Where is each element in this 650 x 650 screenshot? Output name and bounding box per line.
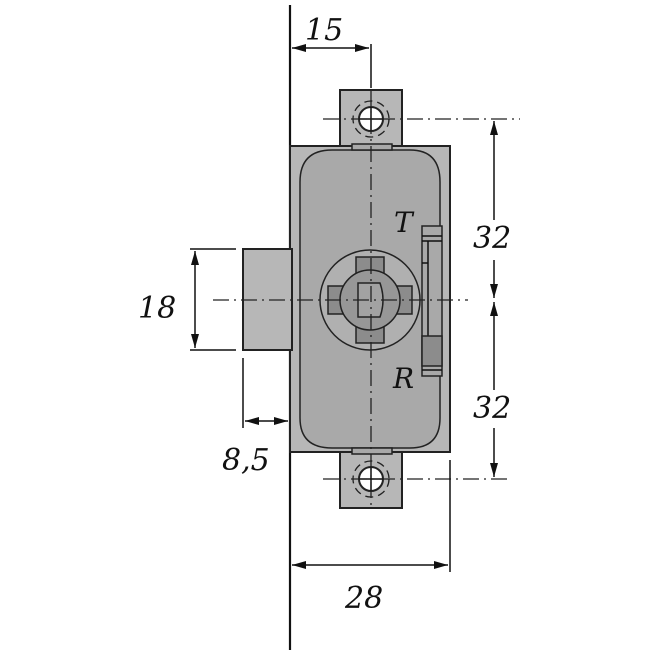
cam-block <box>421 335 443 367</box>
lock-cylinder <box>319 249 421 351</box>
dimension-18: 18 <box>138 248 236 351</box>
dimension-8-5: 8,5 <box>222 358 288 478</box>
dimension-28: 28 <box>292 460 451 616</box>
dimension-label-28: 28 <box>344 581 383 616</box>
dimension-label-18: 18 <box>138 291 176 326</box>
dimension-label-32-lower: 32 <box>473 391 511 426</box>
side-slot <box>421 225 443 377</box>
dimension-label-32-upper: 32 <box>473 221 511 256</box>
marking-T: T <box>394 206 415 239</box>
dimension-label-15: 15 <box>305 13 343 48</box>
marking-R: R <box>392 362 414 395</box>
dimension-32: 32 32 <box>473 121 511 477</box>
dimension-15: 15 <box>292 13 372 88</box>
dimension-label-8-5: 8,5 <box>222 443 270 478</box>
